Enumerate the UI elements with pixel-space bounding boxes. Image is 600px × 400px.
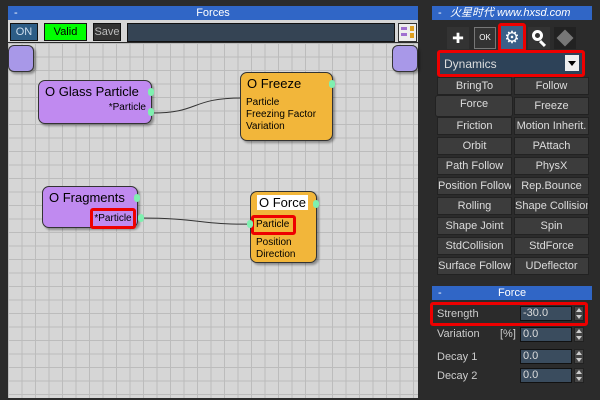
input-particle: Particle (251, 215, 296, 235)
minimize-button[interactable]: - (438, 287, 442, 299)
input-direction: Direction (256, 249, 296, 260)
node-title: O Fragments (49, 190, 125, 205)
gear-icon[interactable]: ⚙ (498, 23, 526, 52)
operator-button-path-follow[interactable]: Path Follow (437, 157, 512, 175)
save-button[interactable]: Save (93, 23, 121, 41)
output-node[interactable] (392, 45, 418, 72)
operator-button-stdforce[interactable]: StdForce (514, 237, 589, 255)
forces-title-bar: - Forces (8, 6, 418, 20)
decay2-label: Decay 2 (437, 370, 478, 382)
operator-button-orbit[interactable]: Orbit (437, 137, 512, 155)
input-freezing-factor: Freezing Factor (246, 109, 317, 120)
node-title: O Freeze (247, 76, 302, 91)
operator-button-udeflector[interactable]: UDeflector (514, 257, 589, 275)
operator-button-bringto[interactable]: BringTo (437, 77, 512, 95)
valid-button[interactable]: Valid (44, 23, 87, 41)
input-node[interactable] (8, 45, 34, 72)
decay1-label: Decay 1 (437, 351, 478, 363)
output-port-label: *Particle (108, 102, 146, 113)
dropdown-value: Dynamics (444, 57, 497, 71)
operator-button-freeze[interactable]: Freeze (514, 97, 589, 115)
port[interactable] (313, 200, 319, 208)
watermark: 火星时代 www.hxsd.com (450, 7, 571, 19)
operator-button-physx[interactable]: PhysX (514, 157, 589, 175)
port[interactable] (329, 80, 335, 88)
node-freeze[interactable]: O Freeze Particle Freezing Factor Variat… (240, 72, 333, 141)
strength-field[interactable]: -30.0 (520, 306, 572, 321)
strength-highlight (430, 302, 588, 326)
operator-button-pattach[interactable]: PAttach (514, 137, 589, 155)
minimize-button[interactable]: - (14, 7, 18, 19)
strength-label: Strength (437, 308, 479, 320)
cube-icon[interactable] (554, 27, 576, 49)
operator-button-shape-joint[interactable]: Shape Joint (437, 217, 512, 235)
operator-button-spin[interactable]: Spin (514, 217, 589, 235)
force-rollout-title: - Force (432, 286, 592, 300)
create-icon[interactable]: ✚ (447, 27, 469, 49)
ok-icon[interactable]: OK (474, 27, 496, 49)
wire-glass-to-freeze (151, 97, 243, 114)
port[interactable] (138, 214, 144, 222)
operator-button-motion-inherit[interactable]: Motion Inherit. (514, 117, 589, 135)
port[interactable] (134, 194, 140, 202)
operator-button-force[interactable]: Force (435, 95, 513, 117)
operator-button-rolling[interactable]: Rolling (437, 197, 512, 215)
decay1-spinner[interactable] (574, 349, 584, 364)
chevron-down-icon[interactable] (565, 55, 579, 71)
operator-button-friction[interactable]: Friction (437, 117, 512, 135)
input-variation: Variation (246, 121, 285, 132)
variation-unit: [%] (500, 328, 516, 340)
port[interactable] (148, 88, 154, 96)
output-port-label: *Particle (90, 208, 136, 229)
variation-field[interactable]: 0.0 (520, 327, 572, 342)
category-dropdown[interactable]: Dynamics (437, 50, 585, 77)
variation-spinner[interactable] (574, 327, 584, 342)
depot-title-bar: - (432, 6, 592, 20)
on-button[interactable]: ON (10, 23, 38, 41)
name-field[interactable] (127, 23, 395, 42)
operator-button-stdcollision[interactable]: StdCollision (437, 237, 512, 255)
port[interactable] (247, 220, 253, 228)
operator-button-surface-follow[interactable]: Surface Follow (437, 257, 512, 275)
operator-button-follow[interactable]: Follow (514, 77, 589, 95)
wire-fragments-to-force (139, 217, 253, 225)
decay2-spinner[interactable] (574, 368, 584, 383)
operator-button-position-follow[interactable]: Position Follow (437, 177, 512, 195)
port[interactable] (148, 108, 154, 116)
node-force[interactable]: O Force Position Direction (250, 191, 317, 263)
minimize-button[interactable]: - (438, 7, 442, 19)
rollout-title: Force (497, 287, 527, 299)
panel-title: Forces (196, 7, 230, 19)
variation-label: Variation (437, 328, 480, 340)
node-title: O Glass Particle (45, 84, 139, 99)
node-title: O Force (257, 195, 308, 210)
layout-icon[interactable] (398, 23, 417, 42)
input-position: Position (256, 237, 292, 248)
input-particle: Particle (246, 97, 280, 108)
operator-button-rep-bounce[interactable]: Rep.Bounce (514, 177, 589, 195)
decay1-field[interactable]: 0.0 (520, 349, 572, 364)
node-glass-particle[interactable]: O Glass Particle *Particle (38, 80, 152, 124)
search-icon[interactable] (528, 27, 550, 49)
strength-spinner[interactable] (574, 306, 584, 321)
decay2-field[interactable]: 0.0 (520, 368, 572, 383)
operator-button-shape-collision[interactable]: Shape Collision (514, 197, 589, 215)
